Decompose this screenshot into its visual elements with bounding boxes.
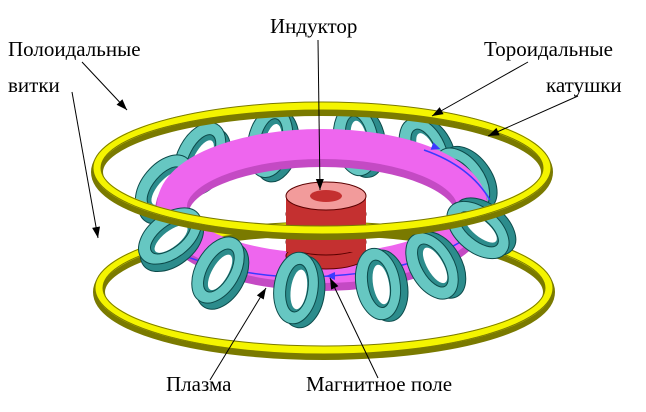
upper-ring-inner-line: [100, 109, 544, 227]
magnetic-field-label: Магнитное поле: [306, 372, 453, 396]
toroidal-coils-label-line1: Тороидальные: [484, 37, 613, 61]
leader-toroidal-2: [487, 95, 579, 137]
poloidal-coils-label-line1: Полоидальные: [8, 37, 141, 61]
leader-lines: [71, 39, 579, 381]
leader-magnetic-field-arrowhead: [330, 278, 339, 290]
field-arrow-3: [430, 142, 441, 150]
leader-toroidal-1-arrowhead: [432, 107, 444, 116]
leader-plasma-arrowhead: [256, 288, 266, 300]
toroidal-coils-front: [138, 197, 517, 329]
coil-front-1: [138, 207, 204, 273]
upper-poloidal-ring: [91, 101, 553, 240]
plasma-label: Плазма: [166, 372, 232, 396]
leader-poloidal-upper-arrowhead: [116, 99, 127, 110]
leader-poloidal-lower-arrowhead: [92, 226, 101, 238]
field-arrow-2: [326, 272, 335, 280]
poloidal-coils-label-line2: витки: [8, 73, 60, 97]
inductor-hole: [310, 190, 342, 202]
leader-toroidal-1: [431, 61, 529, 117]
leader-poloidal-lower: [71, 91, 99, 239]
leader-toroidal-2-arrowhead: [488, 127, 500, 136]
leader-magnetic-field: [329, 277, 379, 379]
coil-front-3: [191, 236, 250, 310]
leader-inductor: [317, 39, 321, 191]
coil-front-4: [405, 231, 467, 300]
upper-ring-band: [93, 102, 551, 234]
toroidal-coils-label-line2: катушки: [546, 73, 622, 97]
upper-ring-outer-line: [92, 101, 552, 235]
leader-inductor-arrowhead: [315, 178, 324, 190]
coil-front-5: [273, 251, 326, 329]
inductor-label: Индуктор: [270, 14, 358, 38]
field-line-right: [423, 149, 491, 201]
coil-front-6: [354, 247, 409, 322]
leader-plasma: [209, 287, 267, 381]
